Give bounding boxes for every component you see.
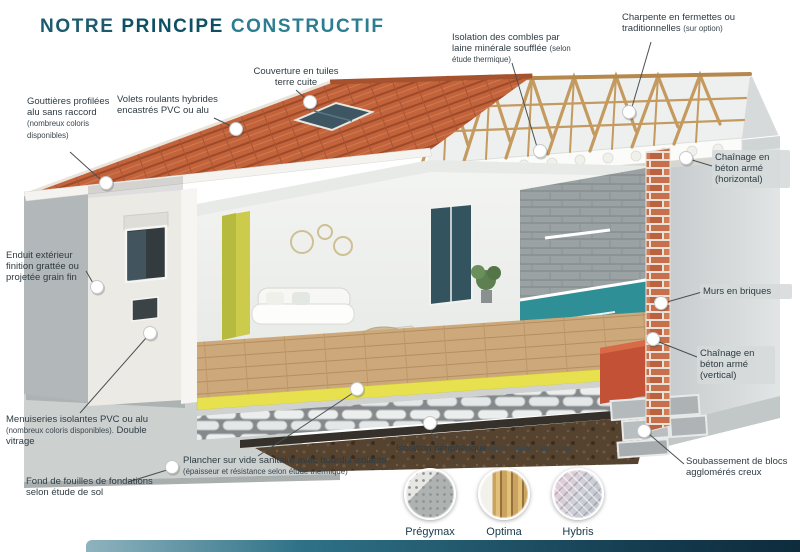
- legend-name: Hybris: [562, 526, 594, 538]
- callout-fond-fouilles: Fond de fouilles de fondations selon étu…: [26, 476, 164, 498]
- left-end-wall: [24, 178, 88, 402]
- callout-isolation-peripherique: Isolation périphérique (selon étude ther…: [396, 443, 606, 454]
- ceiling-edge: [197, 160, 646, 216]
- callout-gouttieres: Gouttières profilées alu sans raccord (n…: [27, 96, 111, 141]
- floor-wood: [197, 312, 650, 398]
- wall-decor-circles: [290, 224, 353, 256]
- callout-murs-briques: Murs en briques: [700, 284, 792, 300]
- callout-couverture: Couverture en tuiles terre cuite: [250, 66, 342, 88]
- callout-menuiseries: Menuiseries isolantes PVC ou alu (nombre…: [6, 414, 152, 448]
- callout-text: Plancher sur vide sanitaire avec hourdis…: [183, 455, 387, 466]
- chainage-vertical-block: [600, 340, 645, 404]
- marker-dots: [90, 95, 694, 476]
- callout-text: Chaînage en béton armé (vertical): [700, 348, 755, 382]
- roof-tiles: [23, 73, 533, 202]
- callout-text: Isolation des combles par laine minérale…: [452, 32, 560, 55]
- callout-note: (nombreux coloris disponibles).: [6, 426, 114, 436]
- callout-note: (nombreux coloris disponibles): [27, 119, 89, 140]
- callout-enduit: Enduit extérieur finition grattée ou pro…: [6, 250, 91, 284]
- callout-text: Couverture en tuiles terre cuite: [253, 66, 339, 89]
- legend-name: Prégymax: [405, 526, 455, 538]
- legend-item-hybris: Hybris: [552, 468, 604, 538]
- title-word-principe: PRINCIPE: [121, 16, 224, 37]
- callout-text: Enduit extérieur finition grattée ou pro…: [6, 250, 79, 284]
- earth: [240, 408, 650, 472]
- hybris-material-swatch: [552, 468, 604, 520]
- callout-note: (selon étude thermique): [452, 44, 571, 65]
- callout-text-2: Double vitrage: [6, 425, 147, 448]
- stone-accent-wall: [520, 168, 646, 310]
- callout-combles: Isolation des combles par laine minérale…: [452, 32, 572, 66]
- material-legend: Prégymax Optima Hybris: [404, 468, 604, 538]
- callout-chainage-horizontal: Chaînage en béton armé (horizontal): [712, 150, 790, 188]
- callout-charpente: Charpente en fermettes ou traditionnelle…: [622, 12, 780, 34]
- page-title: NOTRE PRINCIPE CONSTRUCTIF: [40, 16, 385, 38]
- callout-text: Charpente en fermettes ou traditionnelle…: [622, 12, 736, 35]
- optima-material-swatch: [478, 468, 530, 520]
- eave-gutter: [23, 147, 433, 202]
- callout-chainage-vertical: Chaînage en béton armé (vertical): [697, 346, 775, 384]
- callout-text: Isolation périphérique: [396, 443, 487, 454]
- callout-text: Volets roulants hybrides encastrés PVC o…: [117, 94, 218, 117]
- hourdis-blocks: [197, 384, 650, 440]
- interior-room: [197, 160, 647, 373]
- callout-text: Murs en briques: [703, 286, 772, 297]
- legend-name: Optima: [486, 526, 522, 538]
- callout-note: (selon étude thermique): [489, 444, 572, 453]
- pregymax-material-swatch: [404, 468, 456, 520]
- wall-shelf: [544, 228, 611, 240]
- wall-cut-edge: [181, 188, 197, 404]
- callout-volets: Volets roulants hybrides encastrés PVC o…: [117, 94, 235, 116]
- legend-item-pregymax: Prégymax: [404, 468, 456, 538]
- brick-wall-cut: [645, 147, 671, 433]
- bottom-accent-bar: [86, 540, 800, 552]
- title-word-notre: NOTRE: [40, 16, 115, 37]
- window-small: [131, 296, 159, 322]
- legend-item-optima: Optima: [478, 468, 530, 538]
- callout-text: Gouttières profilées alu sans raccord: [27, 96, 110, 119]
- callout-text: Fond de fouilles de fondations selon étu…: [26, 476, 153, 499]
- floor-layers: [196, 312, 651, 440]
- front-left-wall: [88, 188, 197, 406]
- plant: [471, 265, 501, 303]
- eave-shadow: [88, 176, 183, 199]
- sofa: [251, 287, 355, 325]
- leader-lines: [69, 41, 713, 483]
- callout-text: Menuiseries isolantes PVC ou alu: [6, 414, 149, 425]
- callout-note: (sur option): [683, 24, 723, 34]
- callout-note: (épaisseur et résistance selon étude the…: [183, 467, 348, 477]
- title-word-constructif: CONSTRUCTIF: [230, 16, 385, 37]
- callout-soubassement: Soubassement de blocs agglomérés creux: [686, 456, 790, 478]
- callout-text: Soubassement de blocs agglomérés creux: [686, 456, 788, 479]
- shutter-box: [123, 211, 169, 231]
- callout-plancher: Plancher sur vide sanitaire avec hourdis…: [183, 455, 398, 477]
- callout-text: Chaînage en béton armé (horizontal): [715, 152, 770, 186]
